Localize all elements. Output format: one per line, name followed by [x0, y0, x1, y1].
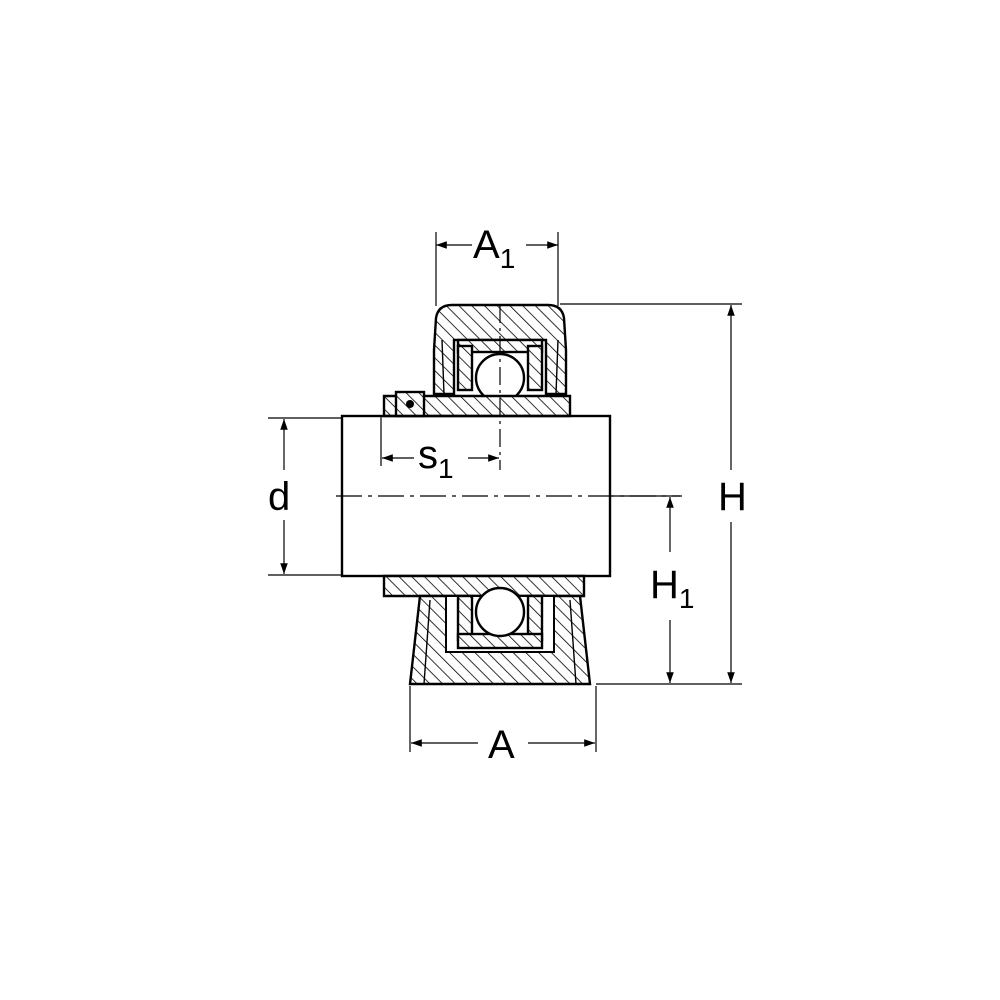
label-a1: A1	[473, 223, 515, 274]
upper-housing	[432, 303, 568, 396]
lower-bearing	[456, 586, 544, 650]
label-h: H	[718, 475, 747, 519]
dimension-h1: H1	[610, 495, 694, 683]
label-a: A	[488, 723, 515, 767]
inner-ring-upper	[382, 390, 572, 418]
dimension-a: A	[409, 686, 597, 767]
dimension-s1: s1	[380, 416, 499, 484]
dimension-d: d	[268, 417, 342, 576]
label-d: d	[268, 475, 290, 519]
label-h1: H1	[650, 563, 694, 614]
dimension-a1: A1	[435, 223, 559, 306]
set-screw	[394, 390, 426, 418]
label-s1: s1	[418, 433, 454, 484]
dimension-h: H	[560, 303, 747, 685]
lower-ball	[474, 586, 526, 638]
inner-ring-lower	[382, 574, 586, 598]
